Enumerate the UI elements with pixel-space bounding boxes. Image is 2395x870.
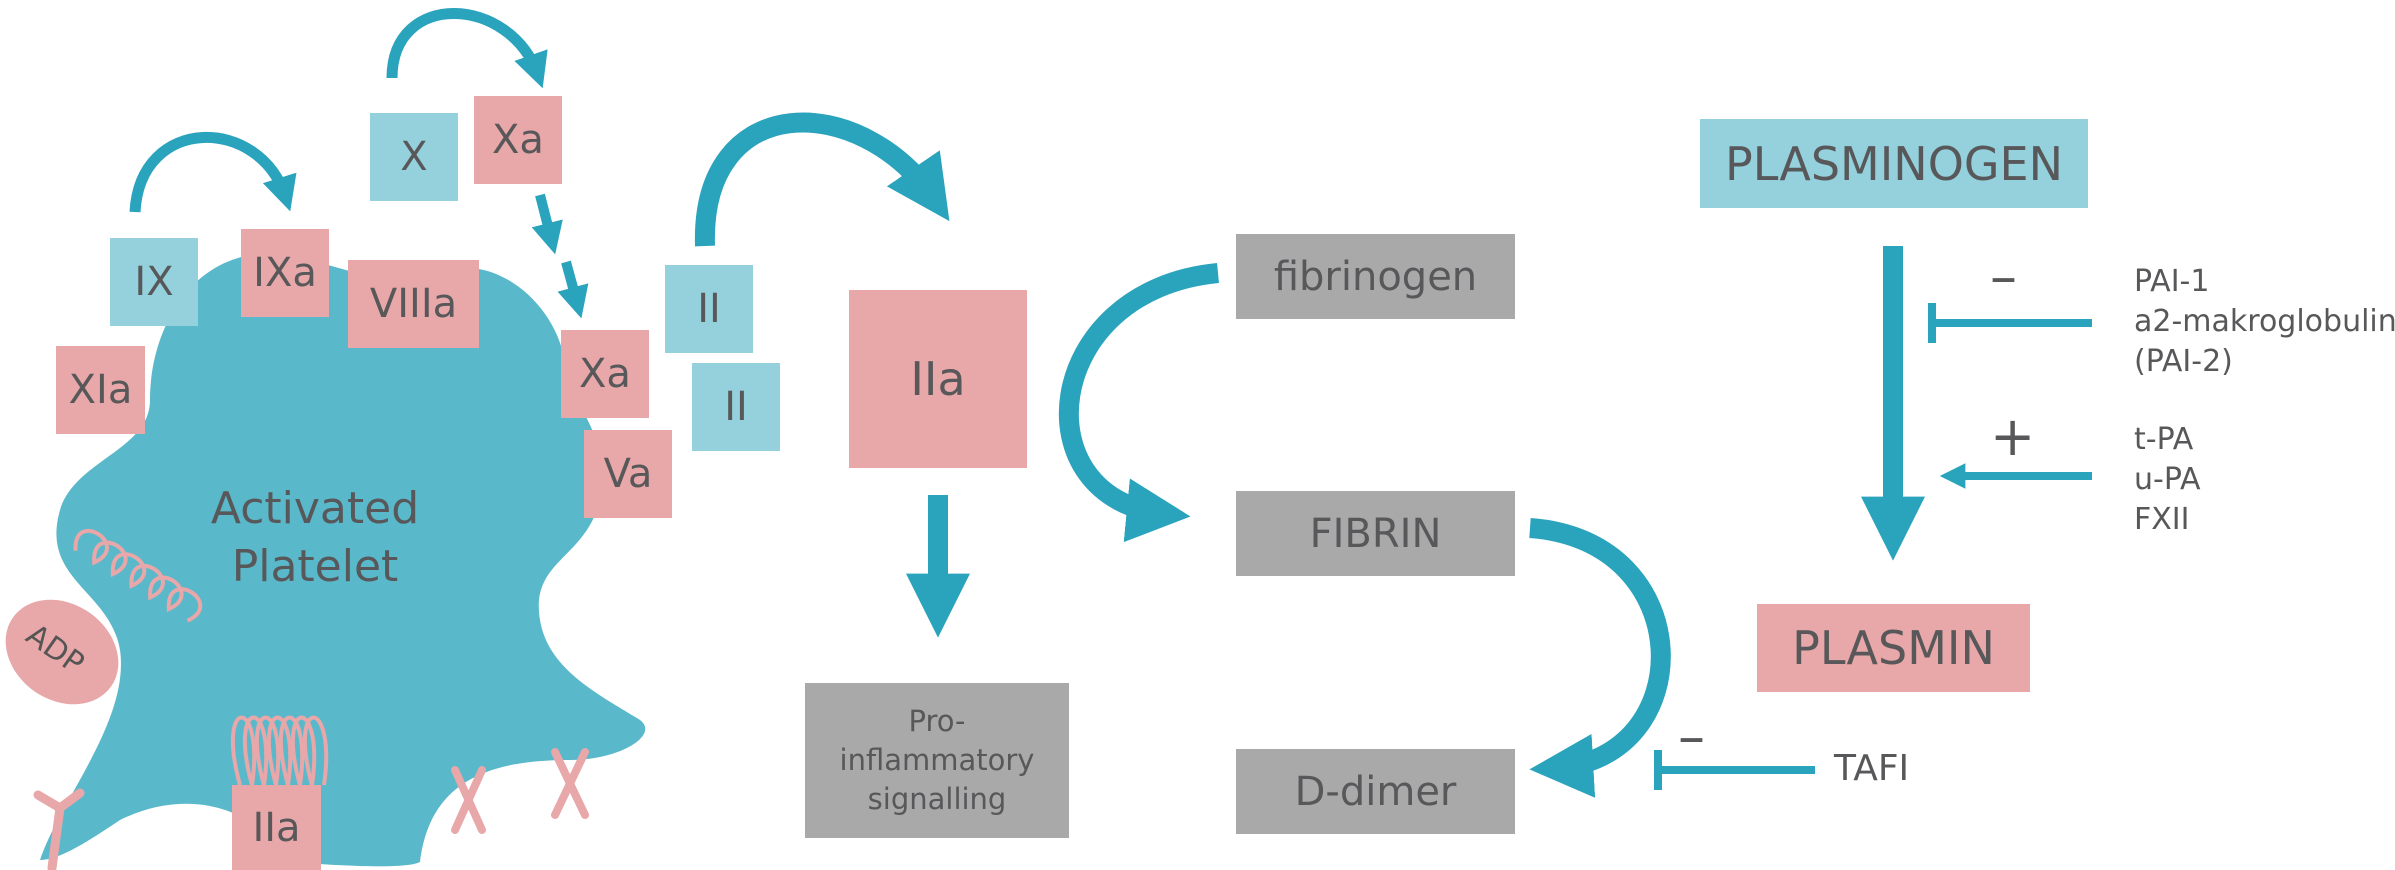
plasmin-box: PLASMIN	[1757, 604, 2030, 692]
adp-receptor-coil	[73, 528, 203, 623]
fibrin-box: FIBRIN	[1236, 491, 1515, 576]
activator-t-pa: t-PA	[2134, 422, 2194, 457]
factor-va-box: Va	[584, 430, 672, 518]
thrombin-receptor-coil	[230, 715, 329, 786]
x-activation-arrow	[386, 8, 548, 89]
factor-viiia-box: VIIIa	[348, 260, 479, 348]
platelet-label-line2: Platelet	[231, 541, 399, 592]
xa-binding-arrow	[531, 193, 589, 319]
inhibitor-list: PAI-1 a2-makroglobulin (PAI-2)	[2134, 262, 2395, 382]
factor-xia-box: XIa	[56, 346, 145, 434]
prothrombin-activation-arrow	[694, 112, 950, 247]
factor-x-box: X	[370, 113, 458, 201]
platelet-label: Activated Platelet	[195, 480, 435, 596]
inhibitor-minus-sign: –	[1990, 245, 2017, 308]
ix-activation-arrow	[129, 132, 297, 213]
factor-xa-box: Xa	[474, 96, 562, 184]
fibrinogen-box: fibrinogen	[1236, 234, 1515, 319]
factor-ix-box: IX	[110, 238, 198, 326]
activated-platelet-shape	[40, 253, 646, 867]
adp-ellipse	[5, 599, 119, 705]
pro-inflammatory-line1: Pro-	[908, 704, 966, 738]
fibrin-degradation-arrow	[1529, 518, 1671, 798]
pro-inflammatory-box: Pro- inflammatory signalling	[805, 683, 1069, 838]
inhibitor-pai-1: PAI-1	[2134, 264, 2210, 299]
inhibitor-pai-2: (PAI-2)	[2134, 344, 2233, 379]
activator-list: t-PA u-PA FXII	[2134, 420, 2201, 540]
factor-ixa-box: IXa	[241, 229, 329, 317]
prothrombin-box-2: II	[692, 363, 780, 451]
platelet-thrombin-box: IIa	[232, 785, 321, 870]
y-receptor-icon	[33, 788, 85, 870]
plasminogen-box: PLASMINOGEN	[1700, 119, 2088, 208]
d-dimer-box: D-dimer	[1236, 749, 1515, 834]
fibrinogen-conversion-arrow	[1058, 263, 1219, 543]
activator-plus-sign: +	[1990, 405, 2036, 468]
cross-mark-icon	[451, 748, 589, 834]
thrombin-box: IIa	[849, 290, 1027, 468]
inhibitor-a2-makroglobulin: a2-makroglobulin	[2134, 304, 2395, 339]
pro-inflammatory-line2: inflammatory	[839, 743, 1035, 777]
pro-inflammatory-line3: signalling	[867, 782, 1007, 816]
activator-fxii: FXII	[2134, 502, 2190, 537]
prothrombin-box-1: II	[665, 265, 753, 353]
tafi-inhibition-line	[1654, 750, 1815, 790]
factor-xa-bound-box: Xa	[561, 330, 649, 418]
platelet-label-line1: Activated	[210, 483, 420, 534]
tafi-minus-sign: –	[1678, 705, 1705, 768]
tafi-label: TAFI	[1834, 748, 1910, 789]
activator-u-pa: u-PA	[2134, 462, 2201, 497]
pai-inhibition-line	[1928, 303, 2092, 343]
